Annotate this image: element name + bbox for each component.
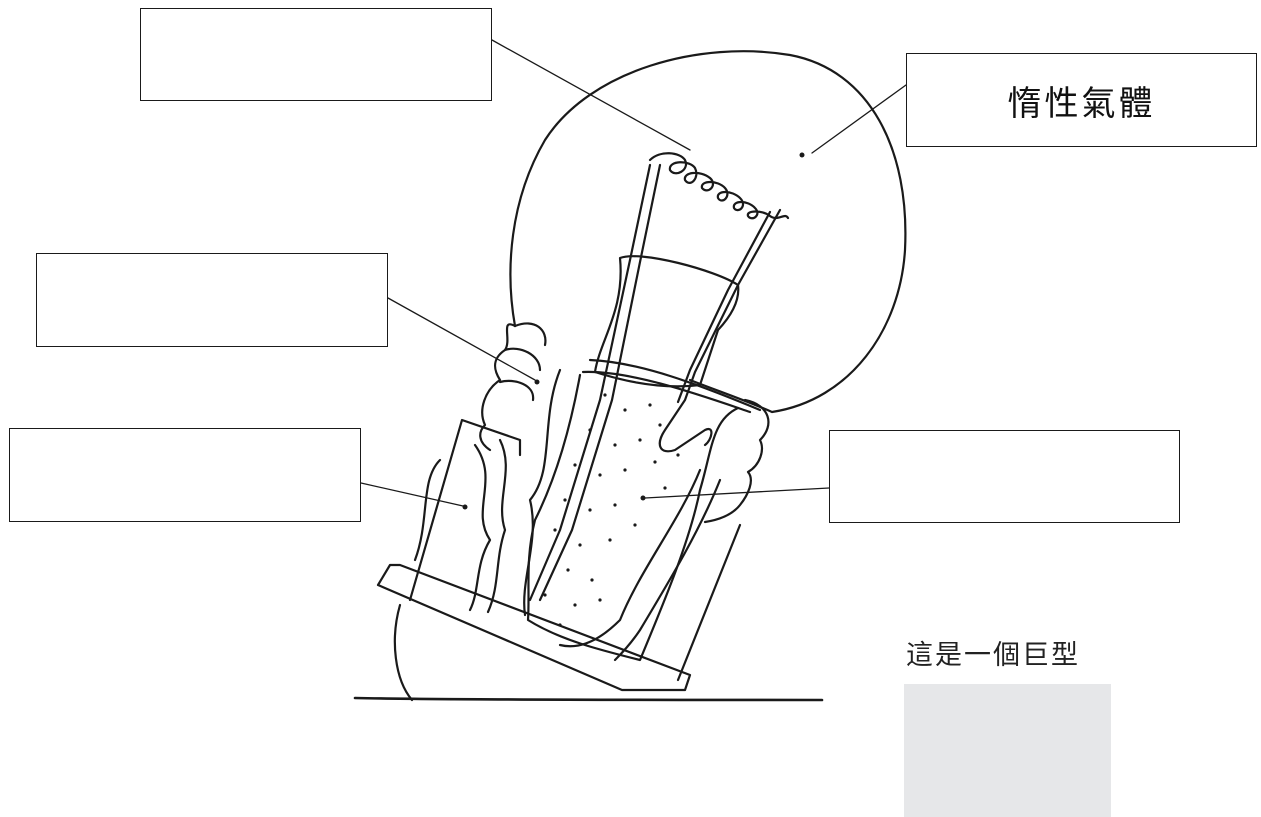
inert-gas-label-box[interactable]: 惰性氣體: [906, 53, 1257, 147]
insulator-wave-3: [615, 480, 720, 660]
glass-mount-label-box[interactable]: [36, 253, 388, 347]
dot-insulator: [641, 496, 646, 501]
thread-right: [705, 400, 768, 522]
leader-metal-cap: [361, 483, 463, 506]
leader-inert-gas: [812, 85, 906, 153]
caption-text: 這是一個巨型: [906, 633, 1080, 672]
cap-wave-1: [470, 445, 490, 610]
cap-wave-2: [488, 440, 506, 612]
metal-cap-label-box[interactable]: [9, 428, 361, 522]
insulator-label-box[interactable]: [829, 430, 1180, 523]
answer-area[interactable]: [904, 684, 1111, 817]
lead-wire-right: [660, 210, 780, 451]
base-plate: [378, 565, 690, 690]
base-foot: [395, 605, 412, 700]
filament-coil: [650, 153, 788, 218]
collar-band-2: [583, 372, 750, 412]
leader-filament: [492, 40, 690, 150]
dot-inert-gas: [800, 153, 805, 158]
filament-label-box[interactable]: [140, 8, 492, 101]
ground-line: [355, 698, 822, 700]
lead-wire-right-2: [678, 212, 770, 402]
dot-metal-cap: [463, 505, 468, 510]
inert-gas-label-text: 惰性氣體: [1008, 76, 1156, 125]
dot-glass-mount: [535, 380, 540, 385]
leader-insulator: [645, 488, 829, 498]
insulator-body: [528, 375, 738, 660]
